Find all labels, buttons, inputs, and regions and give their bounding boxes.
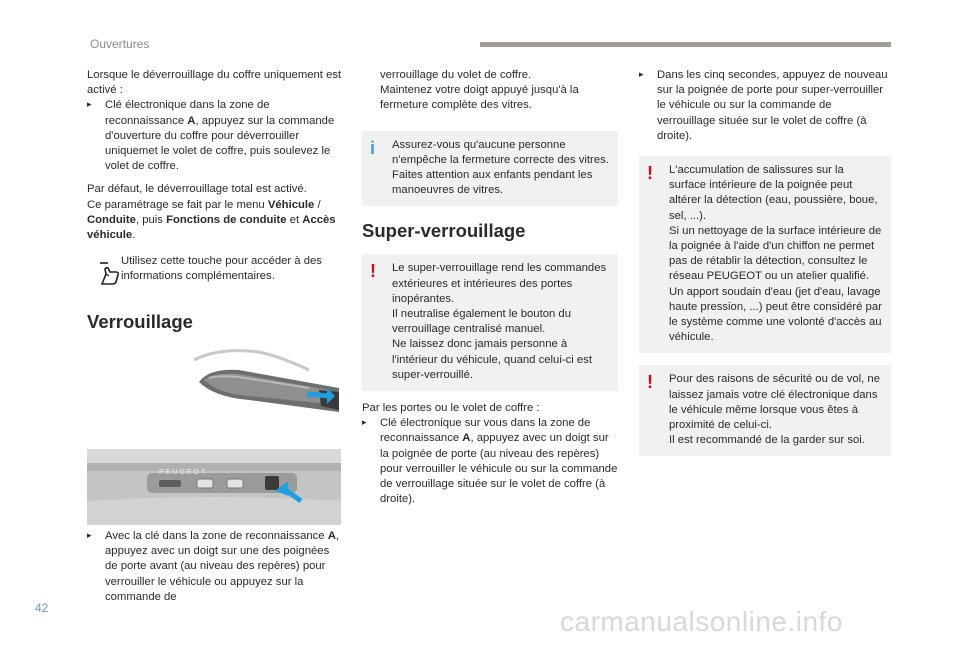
header-divider-bar <box>480 42 891 47</box>
warning-note-line-1: Le super-verrouillage rend les commandes… <box>392 262 607 305</box>
info-note-line-2: Faites attention aux enfants pendant les… <box>392 169 593 197</box>
continued-line-1: verrouillage du volet de coffre. <box>380 69 532 81</box>
warning-note-line-1: Pour des raisons de sécurité ou de vol, … <box>669 373 881 432</box>
list-item-text: Avec la clé dans la zone de reconnaissan… <box>105 530 340 603</box>
list-item: ▸ Avec la clé dans la zone de reconnaiss… <box>87 529 342 605</box>
list-item-text: Clé électronique sur vous dans la zone d… <box>380 417 618 506</box>
column-3: ▸ Dans les cinq secondes, appuyez de nou… <box>639 68 891 457</box>
list-item: ▸ Clé électronique sur vous dans la zone… <box>362 416 618 507</box>
continued-line-2: Maintenez votre doigt appuyé jusqu'à la … <box>380 84 579 112</box>
default-text: Ce paramétrage se fait par le menu <box>87 198 268 211</box>
menu-conduite: Conduite <box>87 213 136 226</box>
warning-note-line-2: Il est recommandé de la garder sur soi. <box>669 434 865 447</box>
door-handle-photo <box>189 342 339 432</box>
watermark-text: carmanualsonline.info <box>560 606 843 637</box>
tailgate-illustration <box>87 449 341 525</box>
warning-note: ! Le super-verrouillage rend les command… <box>362 254 618 392</box>
column-1: Lorsque le déverrouillage du coffre uniq… <box>87 68 342 603</box>
separator: / <box>314 198 321 211</box>
info-icon: i <box>370 137 376 158</box>
warning-note-line-3: Ne laissez donc jamais personne à l'inté… <box>392 338 592 381</box>
warning-note: ! L'accumulation de salissures sur la su… <box>639 156 891 354</box>
list-item: ▸ Dans les cinq secondes, appuyez de nou… <box>639 68 891 144</box>
continued-text: verrouillage du volet de coffre. Mainten… <box>362 68 618 114</box>
menu-fonctions-conduite: Fonctions de conduite <box>166 213 287 226</box>
page-number: 42 <box>35 601 49 615</box>
touch-note-text: Utilisez cette touche pour accéder à des… <box>121 255 322 283</box>
bullet-arrow-icon: ▸ <box>87 531 92 541</box>
column-2: verrouillage du volet de coffre. Mainten… <box>362 68 618 507</box>
warning-icon: ! <box>647 372 653 393</box>
warning-icon: ! <box>647 163 653 184</box>
warning-note-line-3: Un apport soudain d'eau (jet d'eau, lava… <box>669 285 882 344</box>
paragraph-intro: Lorsque le déverrouillage du coffre uniq… <box>87 69 342 97</box>
info-note-line-1: Assurez-vous qu'aucune personne n'empêch… <box>392 138 609 166</box>
bullet-arrow-icon: ▸ <box>639 70 644 80</box>
hand-touch-icon <box>100 262 120 286</box>
period: . <box>132 229 136 242</box>
separator: et <box>286 213 303 226</box>
warning-note-line-1: L'accumulation de salissures sur la surf… <box>669 164 878 222</box>
paragraph-by-doors: Par les portes ou le volet de coffre : <box>362 402 540 415</box>
heading-super-verrouillage: Super-verrouillage <box>362 220 526 242</box>
list-item-text: Clé électronique dans la zone de reconna… <box>105 99 335 173</box>
warning-note-line-2: Si un nettoyage de la surface intérieure… <box>669 224 882 283</box>
warning-note: ! Pour des raisons de sécurité ou de vol… <box>639 365 891 457</box>
warning-note-line-2: Il neutralise également le bouton du ver… <box>392 308 571 336</box>
menu-vehicule: Véhicule <box>267 198 315 211</box>
page-section-title: Ouvertures <box>90 37 150 51</box>
paragraph-default: Par défaut, le déverrouillage total est … <box>87 182 342 243</box>
default-line-1: Par défaut, le déverrouillage total est … <box>87 183 307 196</box>
warning-icon: ! <box>370 261 376 282</box>
door-handle-illustration <box>189 349 339 432</box>
info-note: i Assurez-vous qu'aucune personne n'empê… <box>362 130 618 207</box>
tailgate-photo: PEUGEOT <box>87 449 341 525</box>
heading-verrouillage: Verrouillage <box>87 310 193 332</box>
menu-acces-vehicule: Accès véhicule <box>87 213 336 242</box>
list-item: ▸ Clé électronique dans la zone de recon… <box>87 98 342 174</box>
list-item-text: Dans les cinq secondes, appuyez de nouve… <box>657 69 888 142</box>
touch-note: Utilisez cette touche pour accéder à des… <box>87 254 342 286</box>
brand-plate-text: PEUGEOT <box>159 469 208 476</box>
bullet-arrow-icon: ▸ <box>87 100 92 111</box>
bullet-arrow-icon: ▸ <box>362 418 367 429</box>
separator: , puis <box>135 213 167 226</box>
